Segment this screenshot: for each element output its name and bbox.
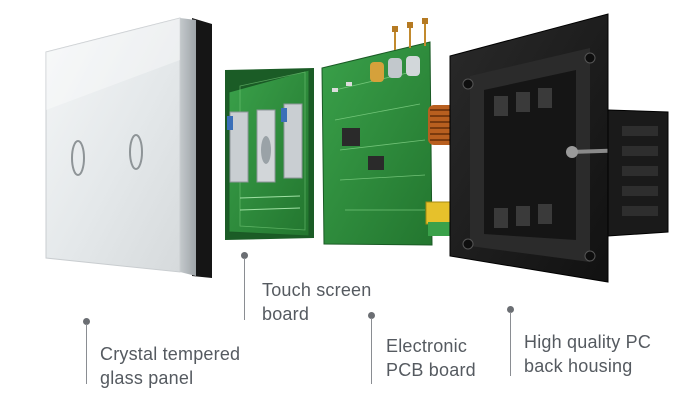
label-touch-line1: Touch screen bbox=[262, 280, 372, 300]
callout-leader-glass bbox=[86, 324, 88, 384]
label-glass-panel: Crystal tempered glass panel bbox=[100, 342, 240, 390]
touch-screen-board bbox=[225, 68, 314, 240]
screw-icon bbox=[462, 238, 474, 250]
callout-leader-touch bbox=[244, 258, 246, 320]
electronic-pcb-board bbox=[321, 18, 463, 246]
glass-panel bbox=[45, 17, 212, 278]
touch-sensor-pad-right bbox=[283, 103, 303, 179]
touch-sensor-pad-left bbox=[229, 111, 249, 183]
callout-dot-touch bbox=[241, 252, 248, 259]
callout-dot-housing bbox=[507, 306, 514, 313]
screw-icon bbox=[584, 52, 596, 64]
callout-leader-pcb bbox=[371, 318, 373, 384]
touch-button-2-icon bbox=[129, 134, 143, 170]
capacitor bbox=[370, 62, 384, 82]
label-housing-line2: back housing bbox=[524, 356, 633, 376]
label-housing-line1: High quality PC bbox=[524, 332, 652, 352]
callout-dot-pcb bbox=[368, 312, 375, 319]
screw-icon bbox=[462, 78, 474, 90]
label-glass-line1: Crystal tempered bbox=[100, 344, 241, 364]
label-pcb-board: Electronic PCB board bbox=[386, 334, 476, 382]
label-touch-line2: board bbox=[262, 304, 310, 324]
touch-button-1-icon bbox=[71, 140, 85, 176]
capacitor bbox=[388, 58, 402, 78]
screw-icon bbox=[584, 250, 596, 262]
label-pcb-line1: Electronic bbox=[386, 336, 468, 356]
label-pcb-line2: PCB board bbox=[386, 360, 476, 380]
capacitor bbox=[406, 56, 420, 76]
callout-dot-glass bbox=[83, 318, 90, 325]
callout-leader-housing bbox=[510, 312, 512, 376]
back-housing bbox=[449, 13, 669, 283]
label-touch-screen-board: Touch screen board bbox=[262, 278, 371, 326]
label-back-housing: High quality PC back housing bbox=[524, 330, 651, 378]
label-glass-line2: glass panel bbox=[100, 368, 194, 388]
